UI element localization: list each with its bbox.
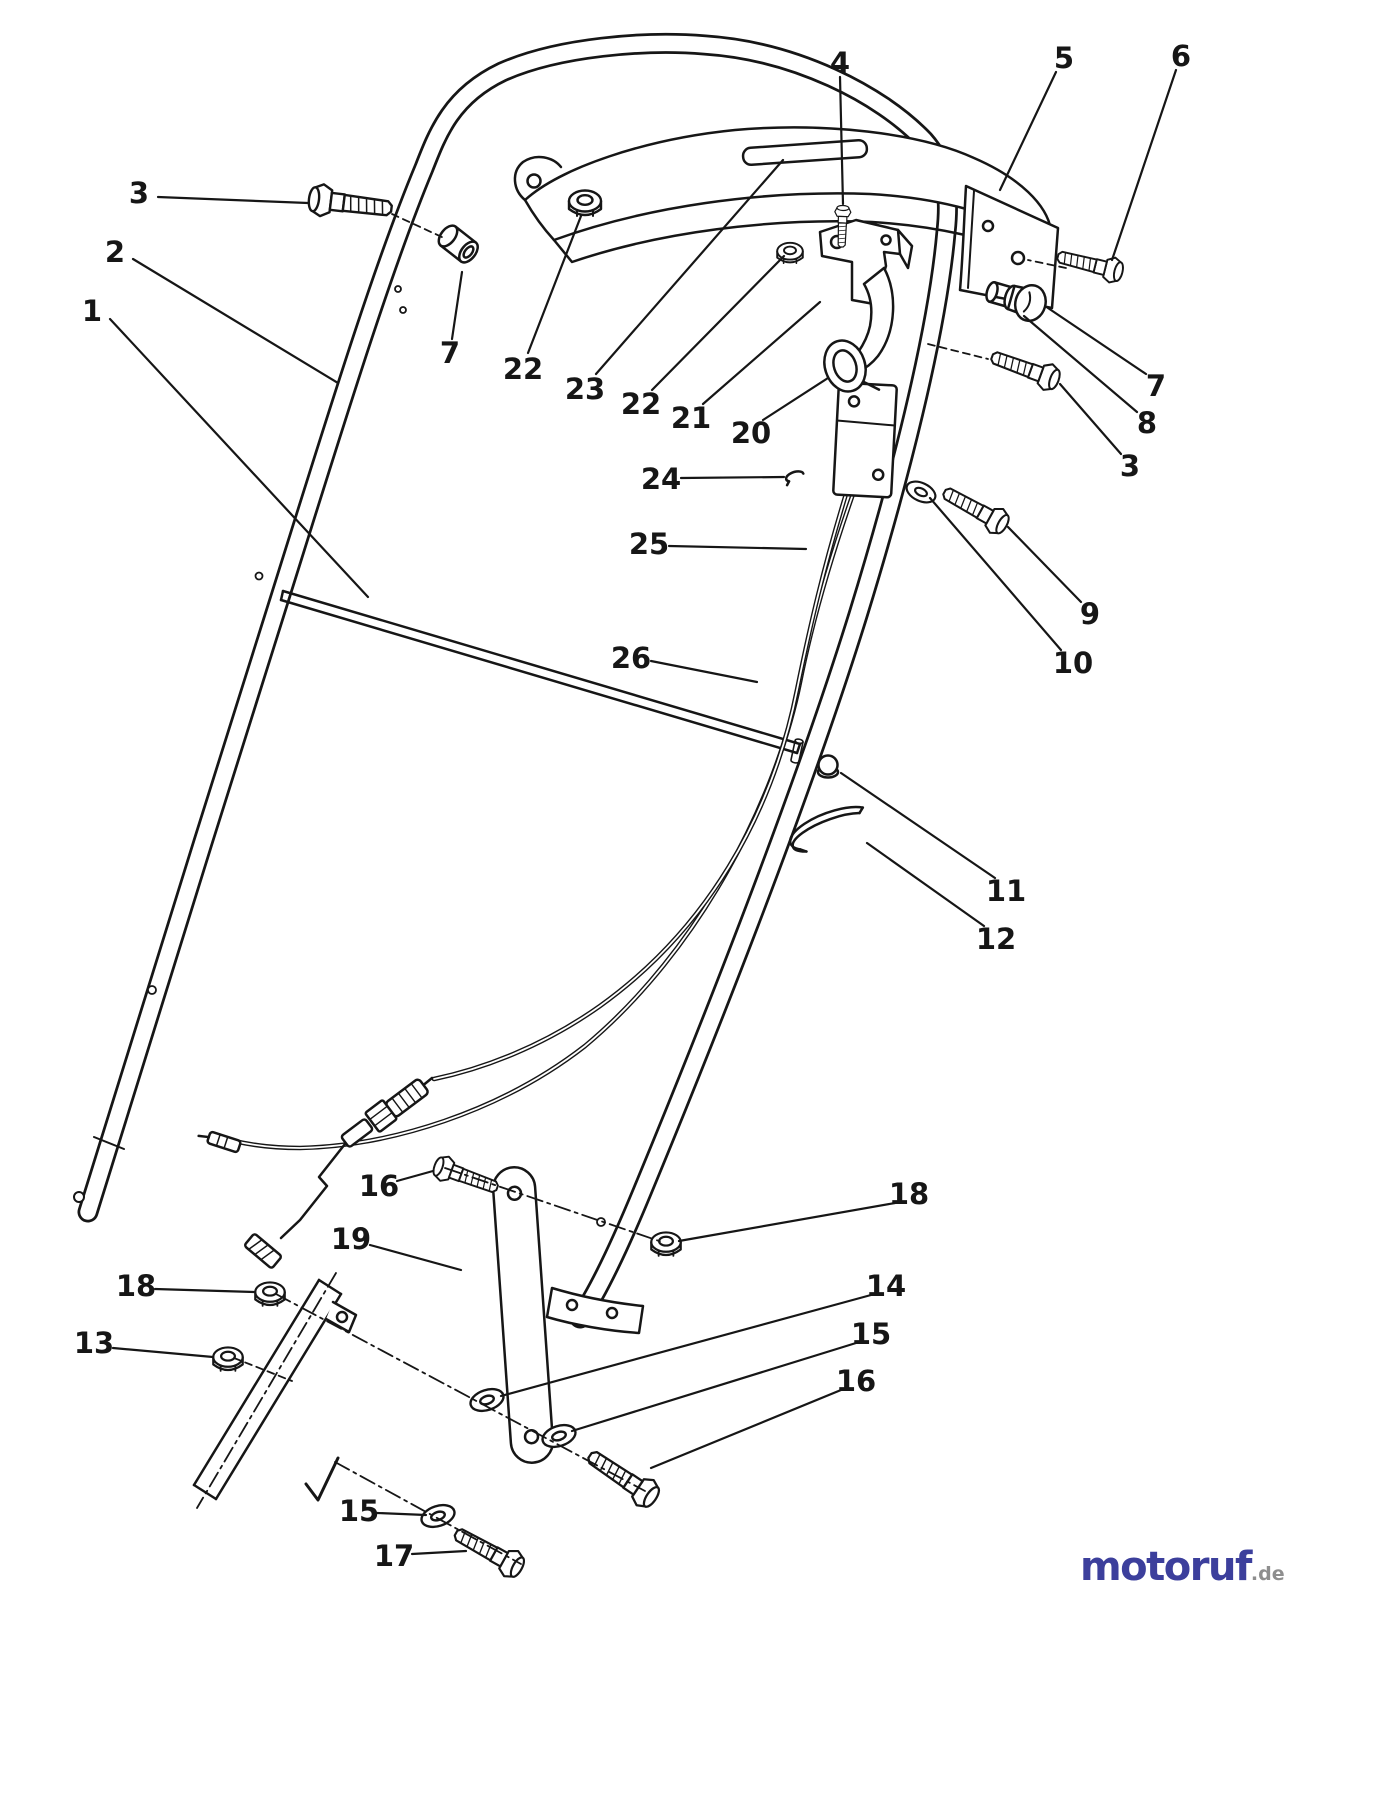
flange-nut-22-left [567, 189, 603, 218]
part-number-label-17-31: 17 [374, 1539, 414, 1573]
part-number-label-10-18: 10 [1053, 646, 1093, 680]
leader-line-part-5-4 [998, 70, 1058, 192]
leader-line-part-15-30 [375, 1511, 428, 1517]
cable-end-connector [244, 1233, 282, 1269]
leader-line-part-7-12 [1046, 306, 1148, 376]
part-number-label-4-3: 4 [830, 46, 850, 80]
part-number-label-7-12: 7 [1146, 369, 1166, 403]
hex-bolt-3-left [305, 181, 395, 226]
cap-nut-11 [816, 754, 840, 779]
cable-end-fitting [197, 1130, 242, 1154]
leader-line-part-26-19 [649, 659, 759, 684]
cotter-pin-24 [784, 470, 805, 487]
part-number-label-15-28: 15 [851, 1317, 891, 1351]
part-number-label-3-14: 3 [1120, 449, 1140, 483]
hex-bolt-16-lower [580, 1441, 666, 1514]
part-number-label-20-11: 20 [731, 416, 771, 450]
hex-bolt-9 [936, 479, 1014, 540]
part-number-label-25-16: 25 [629, 527, 669, 561]
part-number-label-16-29: 16 [836, 1364, 876, 1398]
part-number-label-5-4: 5 [1054, 41, 1074, 75]
handle-end-tab [545, 1286, 645, 1335]
leader-line-part-6-5 [1110, 68, 1178, 262]
part-number-label-21-10: 21 [671, 401, 711, 435]
hex-bolt-3-right [986, 342, 1065, 395]
upper-handle-tube [73, 32, 958, 1329]
part-number-label-24-15: 24 [641, 462, 681, 496]
control-cables [227, 491, 856, 1151]
leader-line-part-14-27 [499, 1293, 873, 1398]
part-number-label-12-21: 12 [976, 922, 1016, 956]
leader-line-part-4-3 [838, 75, 845, 206]
part-number-label-15-30: 15 [339, 1494, 379, 1528]
leader-line-part-21-10 [701, 300, 822, 406]
control-housing [832, 381, 898, 499]
leader-line-part-10-18 [928, 496, 1063, 652]
shoulder-bolt-7-right [985, 281, 1047, 323]
part-number-label-11-20: 11 [986, 874, 1026, 908]
part-number-label-26-19: 26 [611, 641, 651, 675]
panel-slot [741, 138, 869, 167]
part-number-label-9-17: 9 [1080, 597, 1100, 631]
part-number-label-18-23: 18 [889, 1177, 929, 1211]
lower-handle-tube [192, 1278, 358, 1502]
leader-line-part-15-28 [570, 1341, 858, 1433]
part-number-label-3-0: 3 [129, 176, 149, 210]
support-bracket-plate-19 [491, 1166, 555, 1464]
leader-line-part-8-13 [1022, 314, 1139, 414]
part-number-label-16-22: 16 [359, 1169, 399, 1203]
leader-line-part-2-1 [131, 257, 340, 385]
flange-nut-18-left [254, 1281, 286, 1308]
part-number-label-14-27: 14 [866, 1269, 906, 1303]
part-number-label-8-13: 8 [1137, 406, 1157, 440]
leader-line-part-25-16 [667, 544, 808, 551]
leader-line-part-20-11 [761, 376, 830, 422]
console-panel [513, 126, 1060, 310]
watermark-logo: motoruf.de [1080, 1544, 1285, 1590]
watermark-brand: motoruf [1080, 1544, 1252, 1590]
part-number-label-23-8: 23 [565, 372, 605, 406]
small-pin [790, 738, 804, 764]
leader-line-part-16-29 [649, 1388, 843, 1470]
leader-line-part-12-21 [865, 841, 986, 928]
leader-line-part-1-2 [108, 317, 370, 599]
leader-line-part-7-6 [450, 270, 464, 341]
leader-line-part-22-7 [526, 214, 583, 355]
part-number-label-22-7: 22 [503, 352, 543, 386]
leader-line-part-11-20 [839, 771, 997, 880]
assembly-axis-lines [196, 213, 1067, 1565]
part-number-label-1-2: 1 [82, 294, 102, 328]
part-number-label-7-6: 7 [440, 336, 460, 370]
leader-line-part-18-23 [677, 1201, 897, 1243]
part-number-label-13-26: 13 [74, 1326, 114, 1360]
leader-line-part-16-22 [395, 1169, 435, 1183]
watermark-suffix: .de [1250, 1563, 1285, 1585]
part-number-label-18-25: 18 [116, 1269, 156, 1303]
cable-adjuster [197, 1076, 434, 1269]
leader-line-part-18-25 [153, 1287, 256, 1294]
flange-nut-18-right [650, 1231, 682, 1258]
leader-line-part-13-26 [111, 1346, 215, 1359]
part-number-label-22-9: 22 [621, 387, 661, 421]
leader-line-part-17-31 [410, 1549, 468, 1556]
part-number-label-19-24: 19 [331, 1222, 371, 1256]
part-number-label-6-5: 6 [1171, 39, 1191, 73]
cable-guide-clip-20 [823, 339, 881, 393]
leader-line-part-24-15 [679, 475, 786, 480]
leader-line-part-3-14 [1058, 382, 1123, 456]
leader-line-part-23-8 [594, 158, 785, 376]
hex-bolt-16-upper [429, 1152, 503, 1201]
leader-line-part-3-0 [156, 195, 310, 205]
part-number-label-2-1: 2 [105, 235, 125, 269]
leader-line-part-19-24 [368, 1243, 463, 1272]
leader-lines-layer [108, 68, 1178, 1556]
leader-line-part-9-17 [1006, 525, 1083, 604]
bushing-7-left [437, 224, 479, 264]
cross-brace [279, 589, 802, 755]
cable-tie-12 [788, 805, 865, 853]
leader-line-part-22-9 [650, 254, 786, 392]
fasteners [212, 181, 1127, 1584]
